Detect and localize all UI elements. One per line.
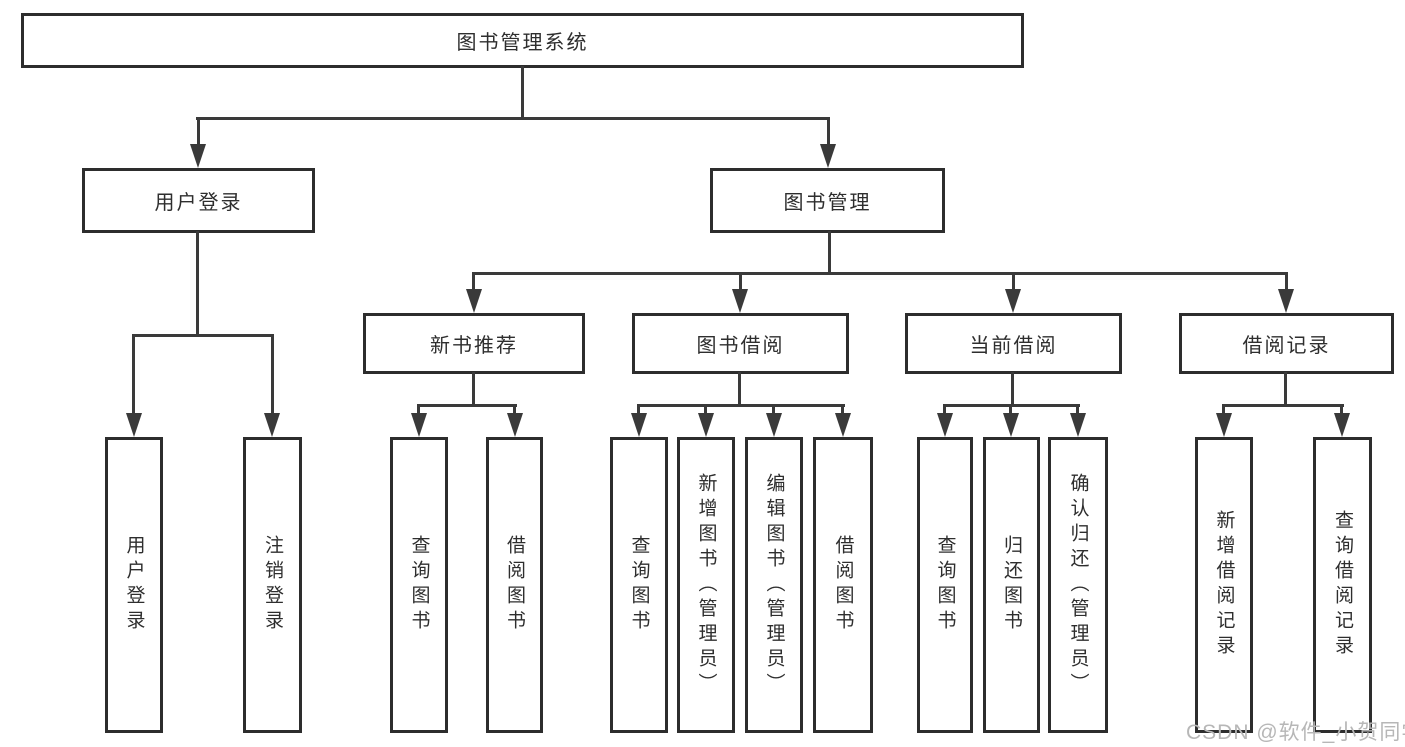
node-book-management-system: 图书管理系统 — [21, 13, 1024, 68]
arrowhead-icon — [1003, 413, 1019, 437]
connector-line — [1284, 372, 1287, 407]
arrowhead-icon — [1216, 413, 1232, 437]
connector-line — [1340, 404, 1343, 418]
connector-line — [472, 272, 475, 292]
connector-line — [472, 372, 475, 407]
connector-line — [1285, 272, 1288, 292]
arrowhead-icon — [126, 413, 142, 437]
arrowhead-icon — [1005, 289, 1021, 313]
leaf-edit-books-admin: 编辑图书（管理员） — [745, 437, 803, 733]
leaf-return-books: 归还图书 — [983, 437, 1040, 733]
arrowhead-icon — [1334, 413, 1350, 437]
connector-line — [197, 117, 200, 148]
connector-line — [841, 404, 844, 418]
connector-line — [637, 404, 845, 407]
leaf-query-books-borrowing: 查询图书 — [610, 437, 668, 733]
arrowhead-icon — [264, 413, 280, 437]
leaf-query-borrow-record: 查询借阅记录 — [1313, 437, 1372, 733]
arrowhead-icon — [466, 289, 482, 313]
connector-line — [196, 117, 830, 120]
connector-line — [827, 117, 830, 148]
connector-line — [828, 231, 831, 275]
arrowhead-icon — [937, 413, 953, 437]
leaf-query-books-current: 查询图书 — [917, 437, 973, 733]
connector-line — [739, 272, 742, 292]
arrowhead-icon — [766, 413, 782, 437]
leaf-borrow-books-recommend: 借阅图书 — [486, 437, 543, 733]
connector-line — [704, 404, 707, 418]
arrowhead-icon — [732, 289, 748, 313]
leaf-query-books-recommend: 查询图书 — [390, 437, 448, 733]
connector-line — [1011, 372, 1014, 407]
connector-line — [943, 404, 946, 418]
arrowhead-icon — [1070, 413, 1086, 437]
arrowhead-icon — [411, 413, 427, 437]
connector-line — [417, 404, 420, 418]
arrowhead-icon — [631, 413, 647, 437]
node-borrowing-records: 借阅记录 — [1179, 313, 1394, 374]
connector-line — [1222, 404, 1344, 407]
connector-line — [738, 372, 741, 407]
csdn-watermark: CSDN @软件_小贺同学 — [1186, 721, 1405, 744]
connector-line — [132, 334, 135, 420]
leaf-logout: 注销登录 — [243, 437, 302, 733]
connector-line — [196, 231, 199, 337]
node-current-borrowing: 当前借阅 — [905, 313, 1122, 374]
node-user-login: 用户登录 — [82, 168, 315, 233]
arrowhead-icon — [835, 413, 851, 437]
node-book-borrowing: 图书借阅 — [632, 313, 849, 374]
arrowhead-icon — [698, 413, 714, 437]
leaf-confirm-return-admin: 确认归还（管理员） — [1048, 437, 1108, 733]
connector-line — [1009, 404, 1012, 418]
connector-line — [513, 404, 516, 418]
connector-line — [1012, 272, 1015, 292]
connector-line — [1222, 404, 1225, 418]
connector-line — [472, 272, 1288, 275]
leaf-user-login: 用户登录 — [105, 437, 163, 733]
arrowhead-icon — [507, 413, 523, 437]
arrowhead-icon — [820, 144, 836, 168]
leaf-add-books-admin: 新增图书（管理员） — [677, 437, 735, 733]
connector-line — [417, 404, 517, 407]
connector-line — [521, 66, 524, 119]
connector-line — [132, 334, 274, 337]
leaf-add-borrow-record: 新增借阅记录 — [1195, 437, 1253, 733]
connector-line — [271, 334, 274, 420]
connector-line — [772, 404, 775, 418]
leaf-borrow-books-borrowing: 借阅图书 — [813, 437, 873, 733]
arrowhead-icon — [1278, 289, 1294, 313]
connector-line — [637, 404, 640, 418]
arrowhead-icon — [190, 144, 206, 168]
node-new-book-recommendation: 新书推荐 — [363, 313, 585, 374]
connector-line — [1076, 404, 1079, 418]
node-book-management: 图书管理 — [710, 168, 945, 233]
